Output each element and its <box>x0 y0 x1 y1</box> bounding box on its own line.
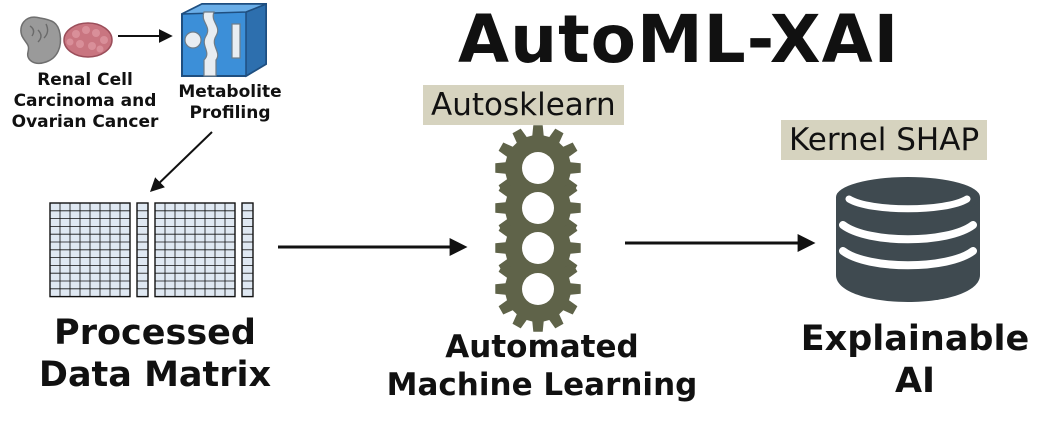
autosklearn-tag: Autosklearn <box>423 85 624 125</box>
database-icon <box>836 177 980 302</box>
data-grid-icon <box>49 202 254 298</box>
profiling-label-line: Metabolite <box>178 82 282 102</box>
matrix-label: Processed Data Matrix <box>20 312 290 396</box>
metabolite-chip-icon <box>181 2 267 78</box>
xai-label-line: Explainable <box>800 319 1030 359</box>
profiling-label: Metabolite Profiling <box>160 82 300 124</box>
gear-stack-icon <box>495 125 581 332</box>
kernel-shap-tag: Kernel SHAP <box>781 120 988 160</box>
source-label: Renal Cell Carcinoma and Ovarian Cancer <box>0 70 170 133</box>
automl-label-line: Machine Learning <box>386 367 698 403</box>
xai-label-line: AI <box>894 361 936 401</box>
ovary-icon <box>63 22 113 58</box>
kidney-icon <box>20 16 62 64</box>
arrow-profiling-to-matrix <box>149 131 213 192</box>
matrix-label-line: Data Matrix <box>38 355 272 395</box>
source-label-line: Ovarian Cancer <box>11 112 159 132</box>
diagram-title: AutoML-XAI <box>458 1 900 78</box>
matrix-label-line: Processed <box>54 313 256 353</box>
profiling-label-line: Profiling <box>189 103 271 123</box>
xai-label: Explainable AI <box>790 318 1040 402</box>
source-label-line: Renal Cell <box>37 70 133 90</box>
automl-label: Automated Machine Learning <box>372 328 712 404</box>
automl-label-line: Automated <box>445 329 639 365</box>
source-label-line: Carcinoma and <box>13 91 157 111</box>
